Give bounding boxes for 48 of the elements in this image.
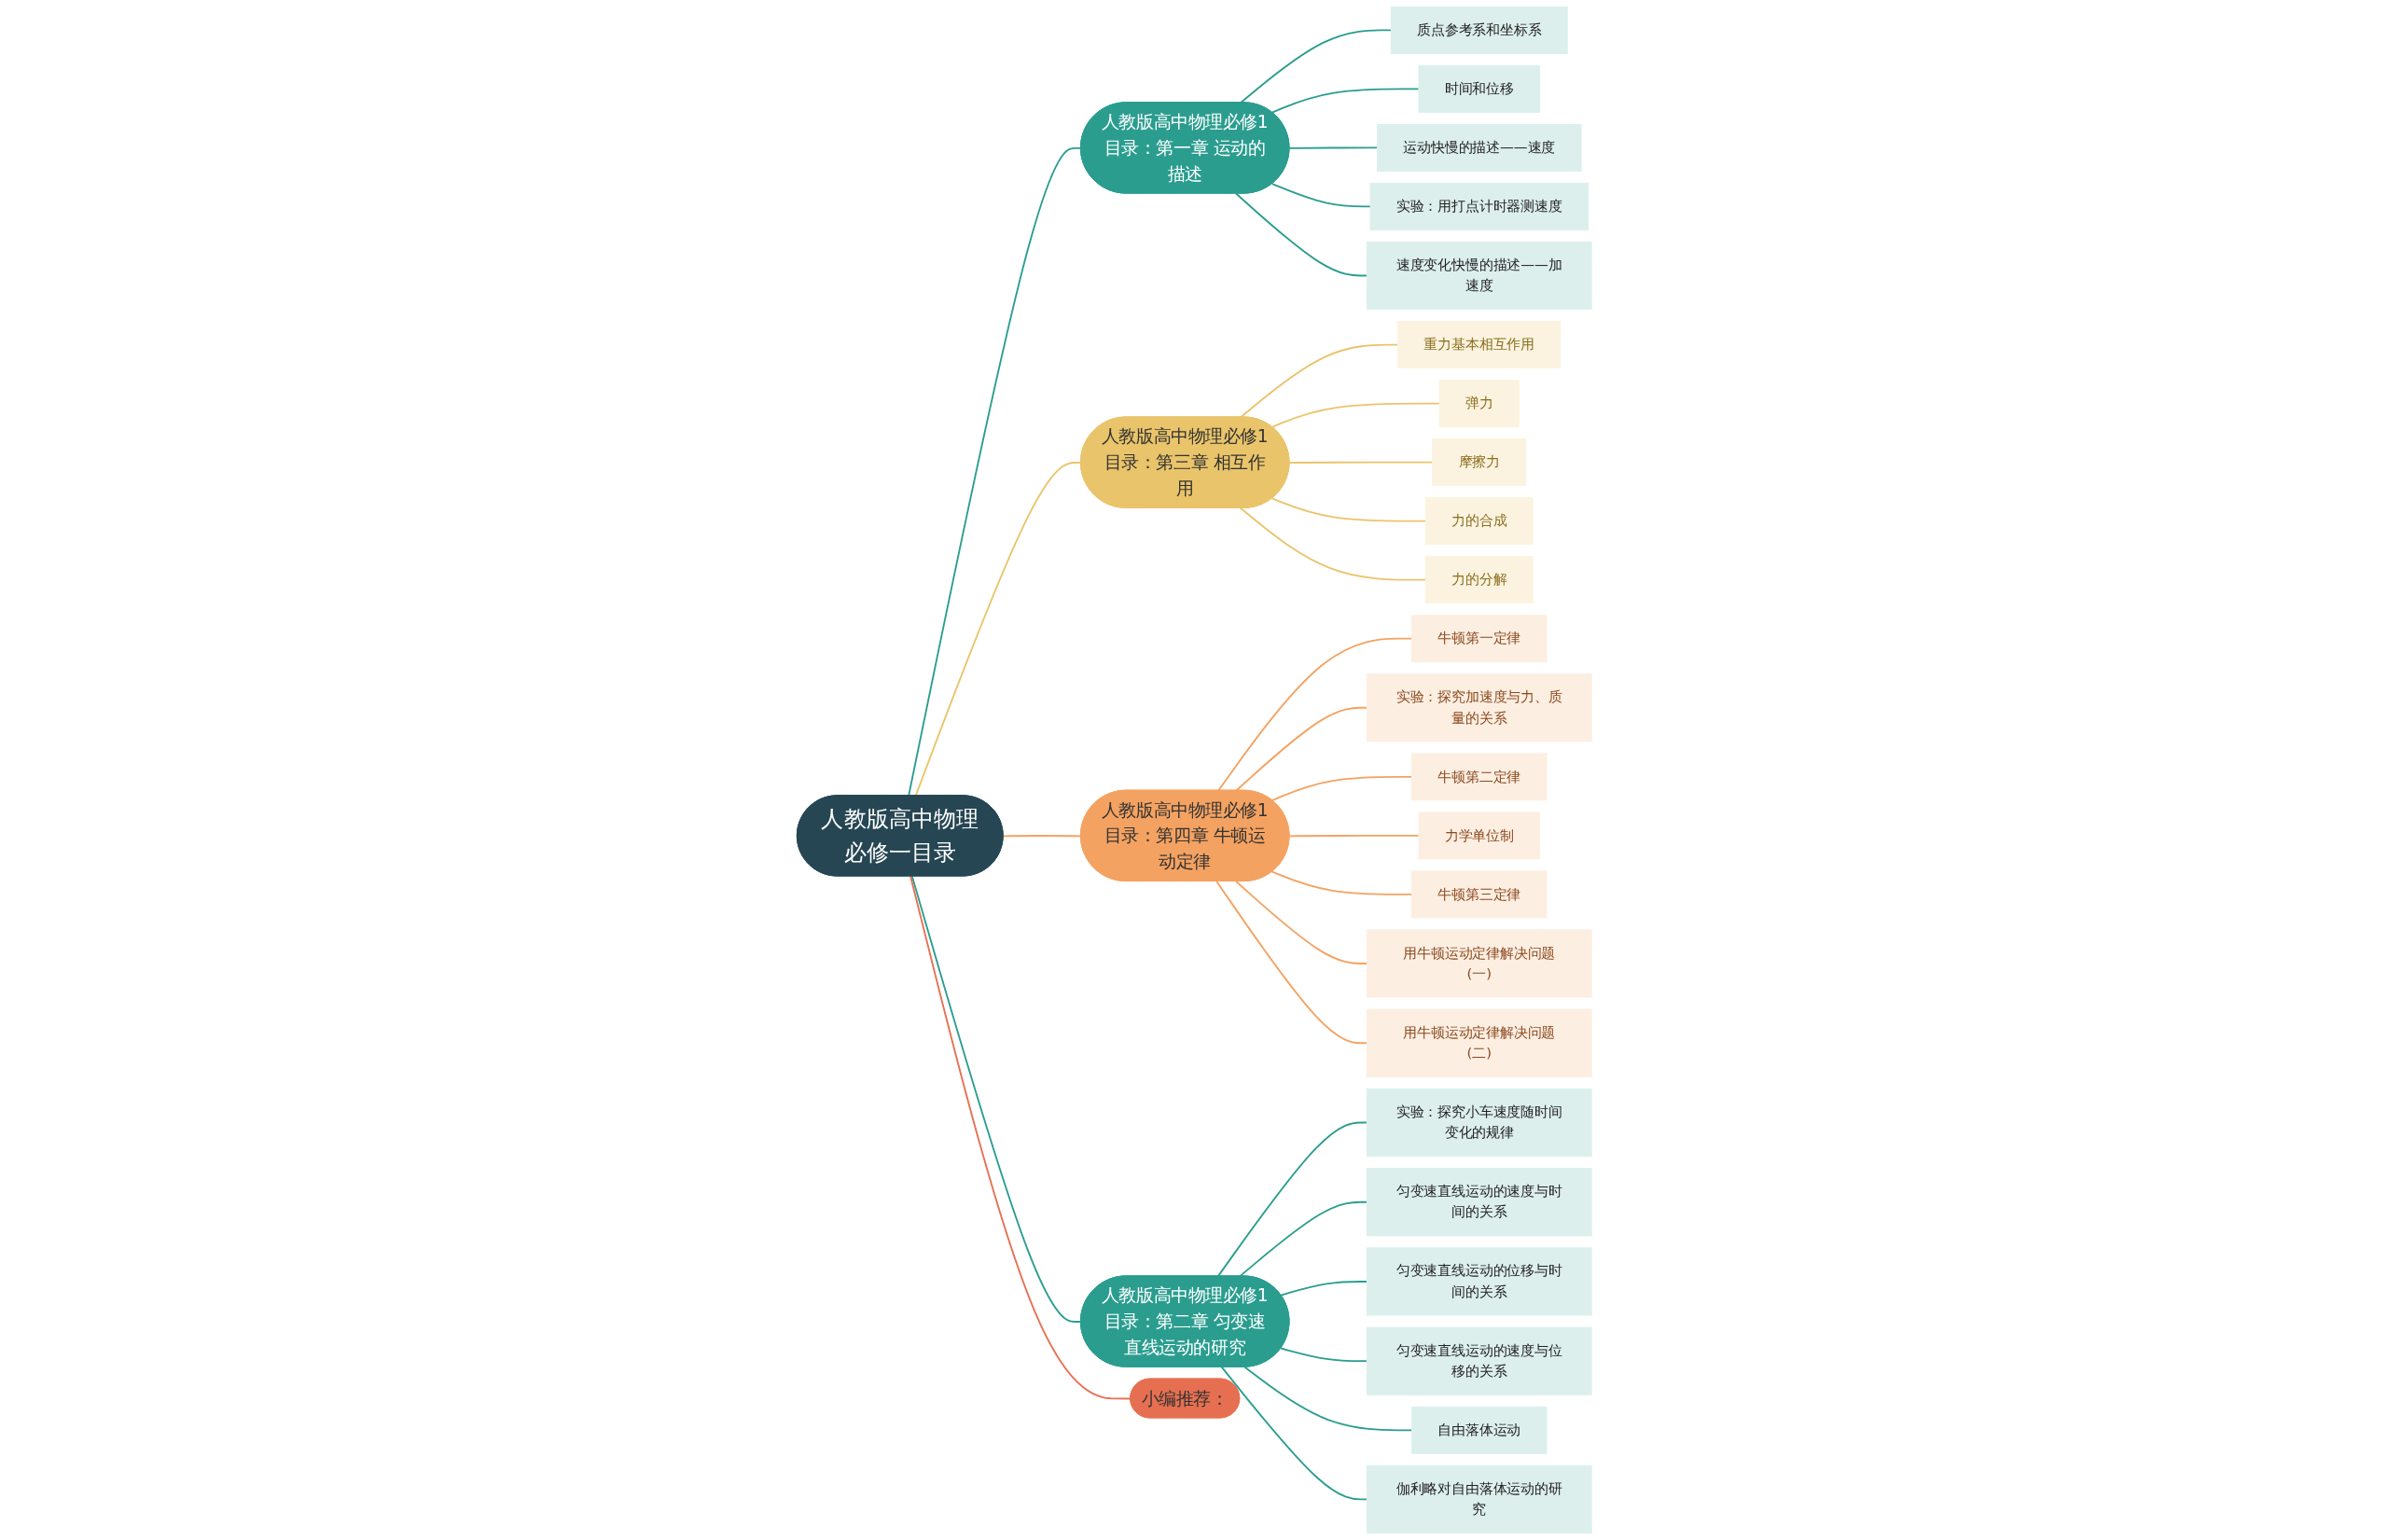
- connector: [1234, 192, 1368, 277]
- connector: [1239, 343, 1399, 419]
- connector: [1279, 1281, 1368, 1297]
- connector: [1238, 1200, 1368, 1278]
- connector: [1243, 1366, 1413, 1432]
- node-box: 用牛顿运动定律解决问题(二): [1366, 1008, 1592, 1077]
- connector: [1215, 881, 1368, 1045]
- connector: [1288, 835, 1420, 838]
- connector: [1288, 146, 1379, 149]
- connector: [1270, 88, 1420, 114]
- connector: [1270, 183, 1371, 208]
- node-box: 弹力: [1438, 380, 1520, 428]
- connector: [1279, 1347, 1368, 1363]
- connector: [1239, 506, 1426, 581]
- node-box: 牛顿第一定律: [1410, 615, 1548, 663]
- connector: [1270, 497, 1426, 522]
- node-box: 时间和位移: [1418, 64, 1540, 113]
- connector: [909, 875, 1132, 1400]
- node-box: 匀变速直线运动的速度与时间的关系: [1366, 1168, 1592, 1237]
- connector: [1234, 881, 1368, 964]
- connector: [1220, 1366, 1368, 1501]
- node-box: 实验：探究加速度与力、质量的关系: [1366, 673, 1592, 742]
- node-box: 匀变速直线运动的位移与时间的关系: [1366, 1247, 1592, 1316]
- node-box: 牛顿第三定律: [1410, 870, 1548, 919]
- node-box: 匀变速直线运动的速度与位移的关系: [1366, 1326, 1592, 1395]
- node-box: 速度变化快慢的描述——加速度: [1366, 241, 1592, 311]
- node-box: 重力基本相互作用: [1396, 321, 1561, 369]
- connector: [910, 875, 1082, 1323]
- node-box: 自由落体运动: [1410, 1406, 1548, 1454]
- node-box: 力的分解: [1424, 556, 1534, 604]
- node-box: 摩擦力: [1431, 438, 1526, 487]
- node-box: 实验：探究小车速度随时间变化的规律: [1366, 1088, 1592, 1158]
- node-box: 伽利略对自由落体运动的研究: [1366, 1464, 1592, 1534]
- node-box: 运动快慢的描述——速度: [1376, 123, 1582, 172]
- node-box: 力的合成: [1424, 497, 1534, 546]
- connector: [1216, 637, 1413, 792]
- node-box: 实验：用打点计时器测速度: [1369, 182, 1589, 230]
- connector: [1270, 870, 1413, 895]
- node-box: 牛顿第二定律: [1410, 753, 1548, 801]
- connector: [1288, 461, 1434, 465]
- connector: [1002, 835, 1082, 838]
- connector: [1270, 402, 1440, 428]
- node-box: 质点参考系和坐标系: [1390, 6, 1568, 54]
- connector: [1234, 706, 1368, 792]
- connector: [1216, 1121, 1368, 1278]
- connector: [1270, 776, 1413, 802]
- node-box: 用牛顿运动定律解决问题(一): [1366, 929, 1592, 998]
- node-box: 力学单位制: [1418, 812, 1540, 860]
